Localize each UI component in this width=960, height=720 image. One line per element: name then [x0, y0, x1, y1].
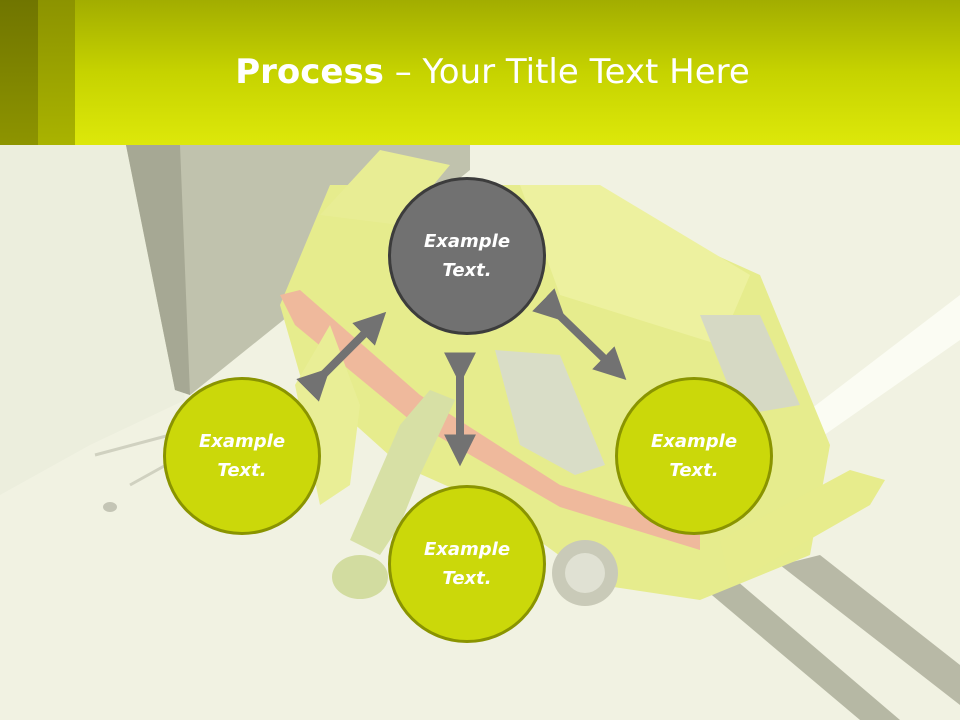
arrow-top-right	[532, 288, 627, 381]
node-top-line1: Example	[423, 231, 511, 252]
node-bottom-line2: Text.	[442, 568, 492, 589]
title-bold: Process	[235, 52, 384, 92]
node-top-line2: Text.	[442, 260, 492, 281]
slide-title[interactable]: Process – Your Title Text Here	[0, 52, 960, 92]
arrow-top-left	[296, 311, 387, 402]
node-right-line2: Text.	[669, 460, 719, 481]
node-left-line2: Text.	[217, 460, 267, 481]
header-accent-bar-dark	[0, 0, 38, 145]
node-bottom-line1: Example	[423, 539, 511, 560]
header-accent-bar	[38, 0, 75, 145]
title-rest: – Your Title Text Here	[383, 52, 750, 92]
node-left-line1: Example	[198, 431, 286, 452]
node-right-line1: Example	[650, 431, 738, 452]
header-banner: Process – Your Title Text Here	[0, 0, 960, 145]
